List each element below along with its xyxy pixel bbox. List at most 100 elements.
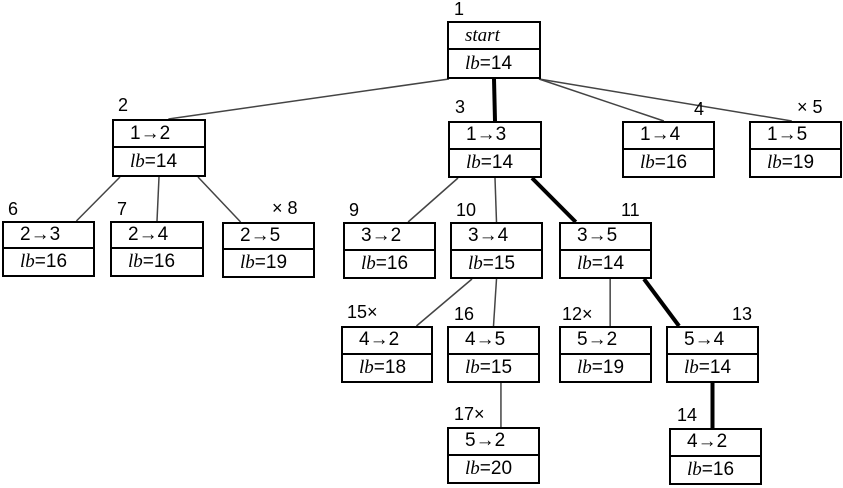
node-number-tag: 12×: [562, 304, 593, 325]
node-number: 7: [117, 199, 128, 219]
tree-edge: [538, 78, 792, 122]
lb-value: 15: [490, 356, 513, 378]
lb-prefix: lb: [577, 356, 592, 378]
lb-prefix: lb: [240, 252, 255, 273]
node-move-label: 3→2: [361, 225, 402, 247]
node-number: 4: [694, 99, 705, 119]
tree-node-16: 4→5 lb=15: [447, 326, 540, 383]
lb-prefix: lb: [687, 458, 702, 480]
node-number: 3: [455, 97, 466, 117]
node-move-label: start: [465, 24, 500, 46]
lb-value: 19: [602, 356, 625, 378]
lb-equals: =: [34, 251, 46, 272]
node-number-tag: 17×: [454, 404, 485, 425]
node-number: 8: [287, 198, 298, 218]
lb-equals: =: [482, 252, 494, 274]
lb-value: 14: [491, 151, 514, 173]
pruned-cross-icon: ×: [797, 97, 813, 117]
node-number: 14: [677, 405, 698, 425]
node-move-label: 3→4: [468, 225, 509, 247]
pruned-cross-icon: ×: [272, 198, 288, 218]
tree-edge: [538, 78, 665, 122]
lb-equals: =: [254, 252, 266, 273]
lb-prefix: lb: [20, 251, 35, 272]
node-number: 15: [347, 302, 368, 322]
lb-equals: =: [479, 356, 491, 378]
node-number: 2: [118, 95, 129, 115]
node-number-tag: 15×: [347, 302, 378, 323]
node-number: 11: [621, 200, 640, 220]
tree-edge: [156, 176, 160, 222]
pruned-cross-icon: ×: [582, 304, 593, 324]
lb-value: 15: [493, 252, 516, 274]
tree-edge: [407, 177, 459, 223]
lb-equals: =: [479, 457, 491, 479]
tree-edge: [197, 176, 242, 223]
lb-value: 16: [665, 151, 688, 173]
lb-value: 19: [265, 252, 288, 273]
lb-equals: =: [781, 151, 793, 173]
lb-equals: =: [375, 252, 387, 274]
lb-equals: =: [698, 356, 710, 378]
node-number-tag: × 5: [797, 97, 823, 118]
lb-prefix: lb: [684, 356, 699, 378]
node-move-label: 4→2: [359, 329, 400, 351]
tree-edge: [415, 278, 473, 327]
node-number: 10: [456, 200, 477, 220]
node-number-tag: 13: [732, 304, 752, 325]
pruned-cross-icon: ×: [474, 404, 485, 424]
lb-equals: =: [654, 151, 666, 173]
node-move-label: 5→2: [465, 430, 506, 452]
lb-value: 14: [709, 356, 732, 378]
node-move-label: 5→4: [684, 329, 725, 351]
node-move-label: 2→3: [20, 224, 61, 245]
lb-value: 16: [386, 252, 409, 274]
lb-value: 16: [153, 251, 176, 272]
lb-prefix: lb: [640, 151, 655, 173]
node-move-label: 1→4: [640, 124, 681, 146]
lb-value: 14: [602, 252, 625, 274]
tree-node-8: 2→5 lb=19: [222, 222, 315, 278]
tree-edge: [492, 278, 498, 327]
node-move-label: 2→5: [240, 225, 281, 246]
lb-prefix: lb: [466, 151, 481, 173]
lb-value: 18: [384, 356, 407, 378]
lb-prefix: lb: [465, 457, 480, 479]
node-number-tag: 10: [456, 200, 476, 221]
tree-node-4: 1→4 lb=16: [622, 121, 715, 178]
node-number: 9: [349, 200, 360, 220]
node-number-tag: 1: [454, 0, 464, 20]
node-number-tag: × 8: [272, 198, 298, 219]
node-move-label: 4→5: [465, 329, 506, 351]
node-number-tag: 7: [117, 199, 127, 220]
node-move-label: 5→2: [577, 329, 618, 351]
node-number: 12: [562, 304, 583, 324]
lb-prefix: lb: [128, 251, 143, 272]
optimal-edge: [642, 277, 681, 328]
tree-node-10: 3→4 lb=15: [450, 222, 543, 279]
node-number: 6: [8, 199, 19, 219]
tree-edge: [494, 177, 498, 223]
node-number-tag: 4: [694, 99, 704, 120]
lb-prefix: lb: [465, 356, 480, 378]
lb-prefix: lb: [767, 151, 782, 173]
node-move-label: 1→3: [466, 124, 507, 146]
pruned-cross-icon: ×: [367, 302, 378, 322]
node-number: 13: [732, 304, 753, 324]
lb-prefix: lb: [465, 52, 480, 74]
lb-value: 16: [45, 251, 68, 272]
node-number-tag: 6: [8, 199, 18, 220]
lb-equals: =: [373, 356, 385, 378]
lb-prefix: lb: [468, 252, 483, 274]
node-move-label: 1→5: [767, 124, 808, 146]
node-move-label: 1→2: [130, 122, 171, 144]
optimal-edge: [530, 176, 578, 224]
